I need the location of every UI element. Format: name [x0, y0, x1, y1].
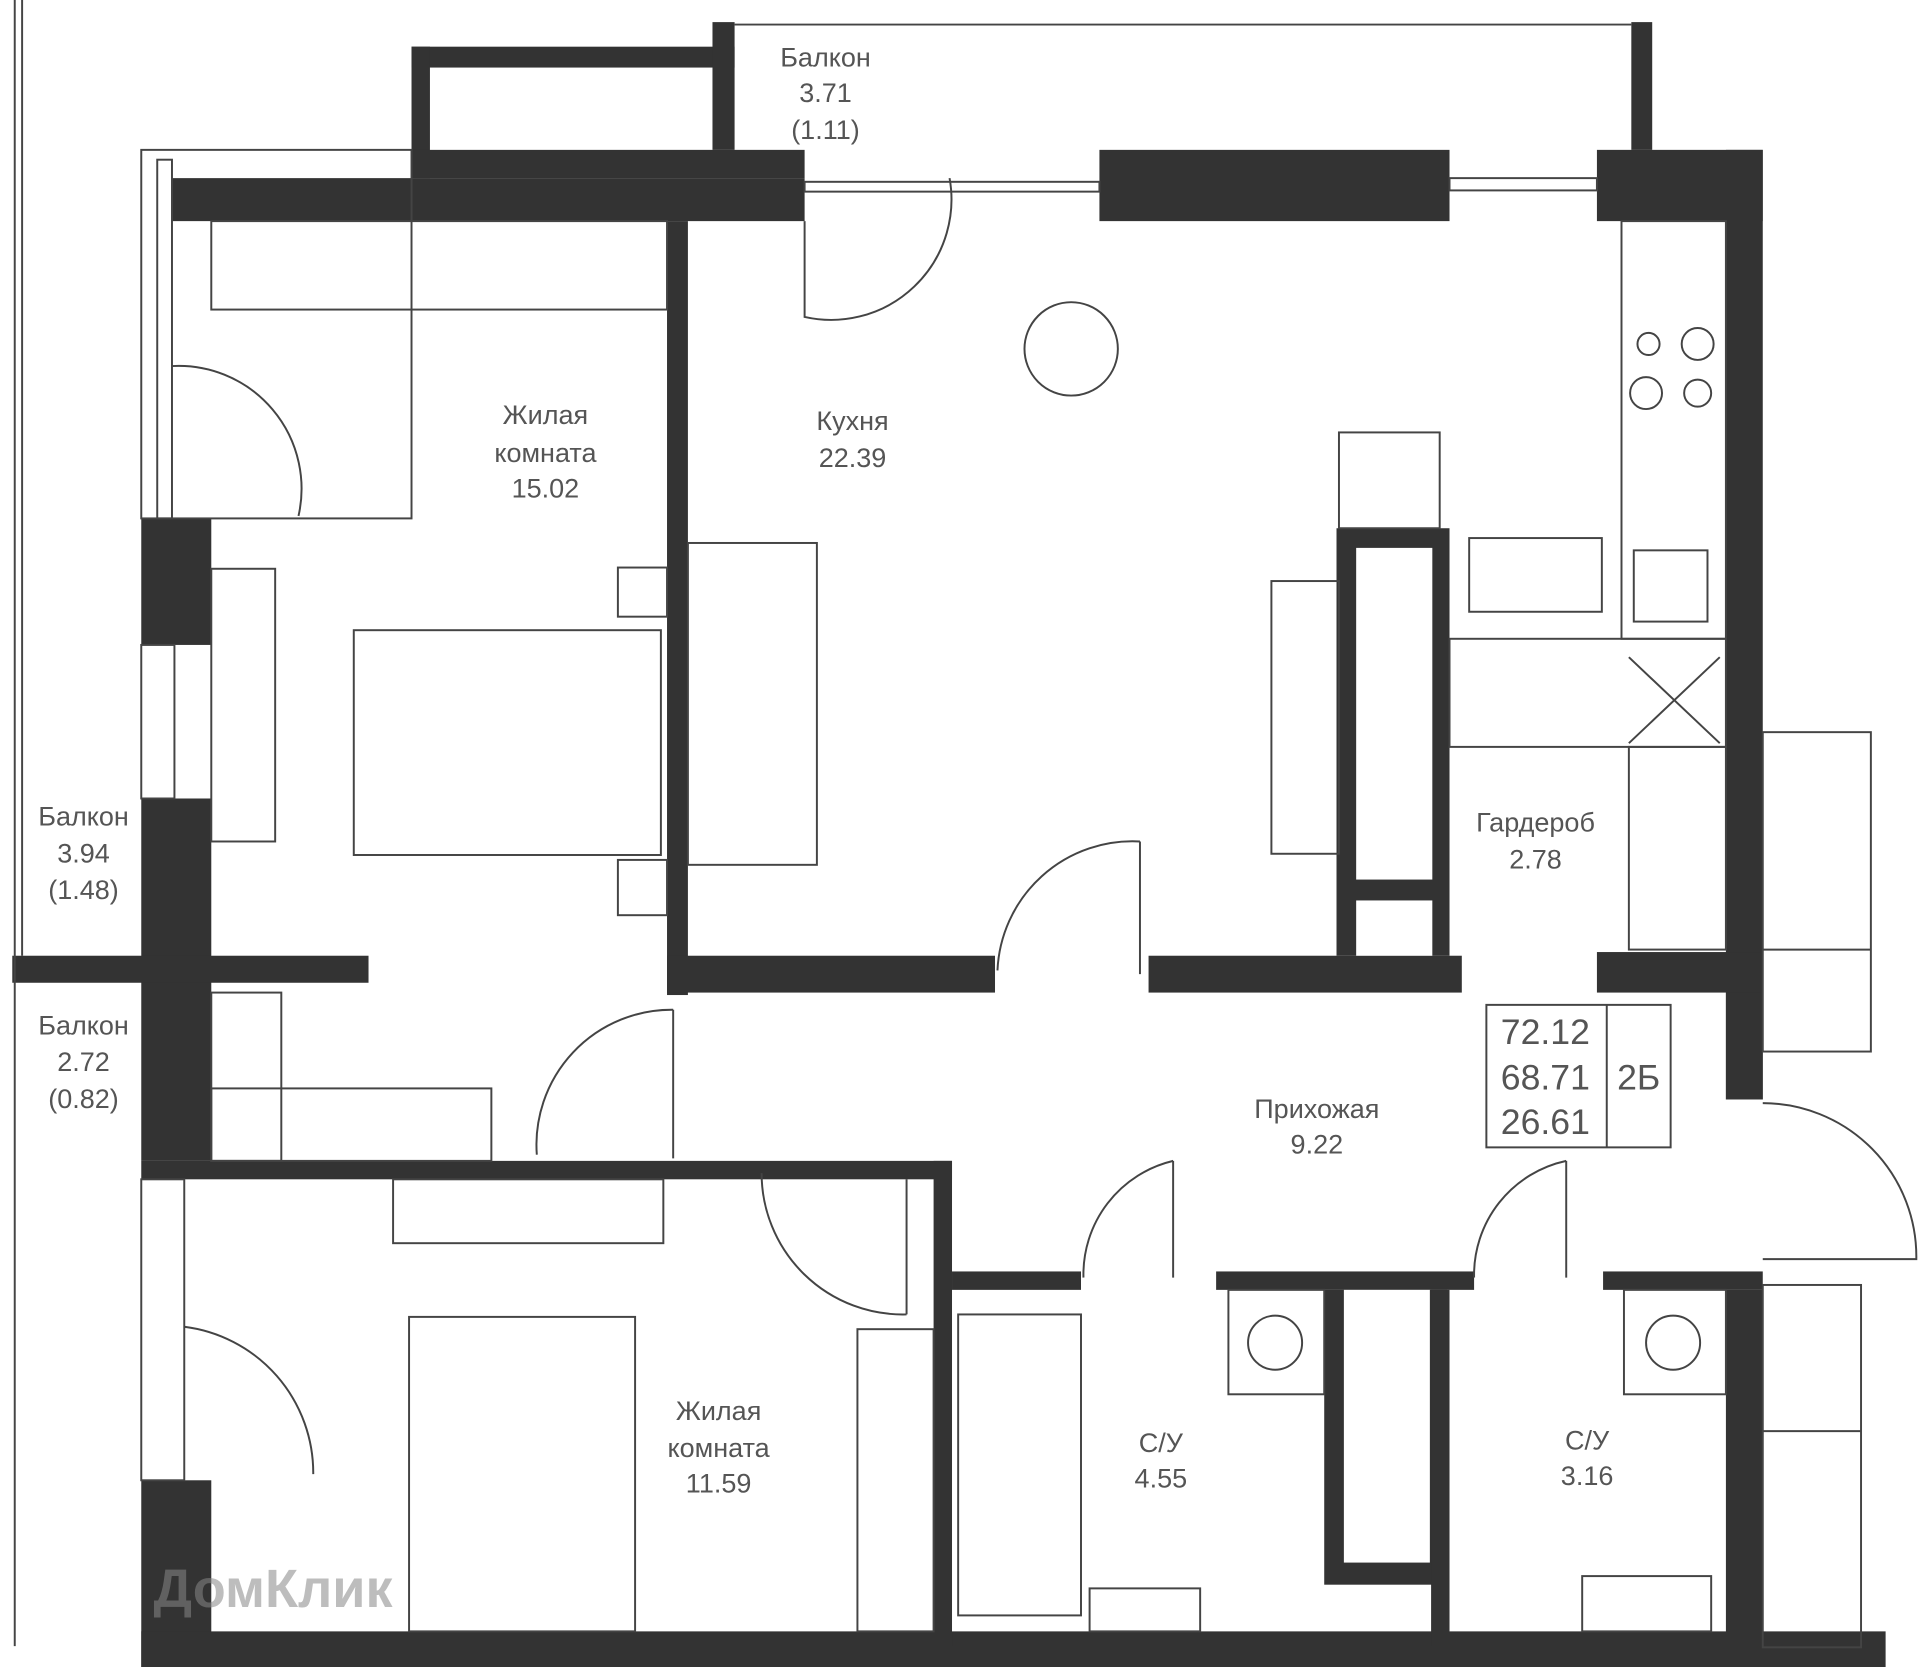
walls — [12, 22, 1886, 1667]
bedroom2-name2: комната — [668, 1433, 771, 1463]
bedroom2-area: 11.59 — [686, 1469, 752, 1499]
apartment-type: 2Б — [1617, 1058, 1660, 1098]
bathroom2-area: 3.16 — [1561, 1461, 1614, 1491]
outlines — [13, 0, 1918, 1649]
bathroom1-area: 4.55 — [1135, 1464, 1188, 1494]
bedroom1-area: 15.02 — [512, 474, 580, 504]
kitchen-area: 22.39 — [819, 443, 887, 473]
wardrobe-area: 2.78 — [1509, 845, 1562, 875]
balcony-left1-area: 3.94 — [57, 838, 110, 868]
watermark: ДомКлик — [154, 1559, 394, 1619]
bedroom1-name2: комната — [494, 438, 597, 468]
bedroom2-name: Жилая — [676, 1396, 761, 1426]
hallway-area: 9.22 — [1291, 1130, 1344, 1160]
bathroom2-name: С/У — [1565, 1426, 1610, 1456]
living-area: 26.61 — [1501, 1102, 1590, 1142]
balcony-top-area: 3.71 — [799, 78, 852, 108]
living-total-area: 68.71 — [1501, 1058, 1590, 1098]
area-summary: 72.12 68.71 26.61 2Б — [1501, 1012, 1661, 1142]
room-labels: Балкон 3.71 (1.11) Жилая комната 15.02 К… — [38, 42, 1613, 1498]
bathroom1-name: С/У — [1139, 1428, 1184, 1458]
balcony-left1-name: Балкон — [38, 802, 129, 832]
balcony-left1-sub: (1.48) — [48, 875, 119, 905]
hallway-name: Прихожая — [1254, 1094, 1379, 1124]
balcony-left2-sub: (0.82) — [48, 1084, 119, 1114]
total-area: 72.12 — [1501, 1012, 1590, 1052]
balcony-top-name: Балкон — [780, 42, 871, 72]
kitchen-name: Кухня — [816, 406, 888, 436]
balcony-left2-name: Балкон — [38, 1010, 129, 1040]
wardrobe-name: Гардероб — [1476, 808, 1595, 838]
balcony-top-sub: (1.11) — [791, 115, 860, 145]
bedroom1-name: Жилая — [503, 400, 588, 430]
balcony-left2-area: 2.72 — [57, 1047, 110, 1077]
